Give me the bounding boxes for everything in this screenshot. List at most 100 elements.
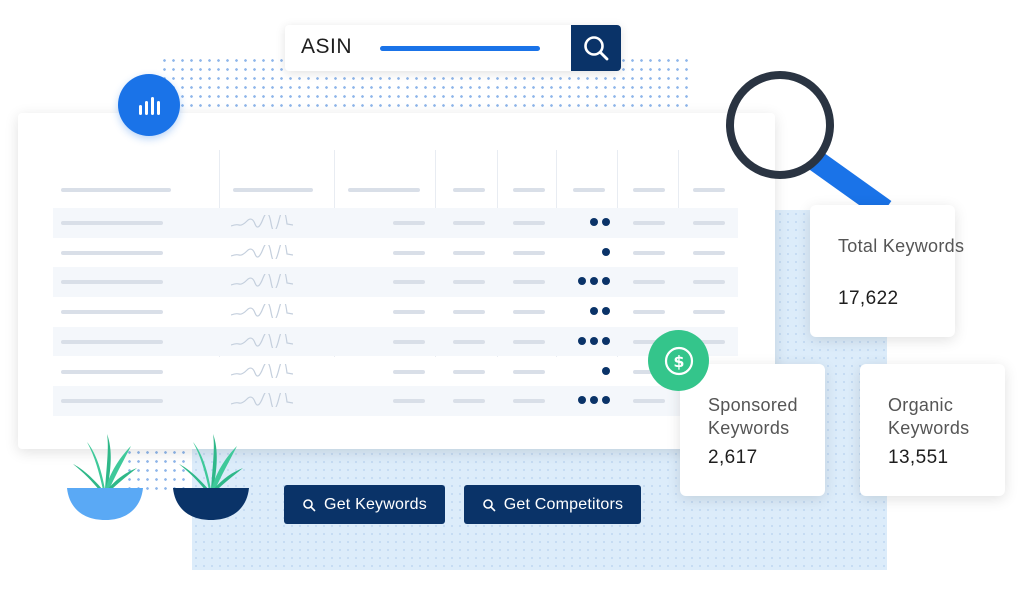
cell-placeholder bbox=[453, 369, 485, 374]
rating-dot bbox=[602, 366, 610, 375]
total-keywords-card: Total Keywords 17,622 bbox=[810, 205, 964, 337]
rating-dots bbox=[578, 277, 610, 286]
table-row[interactable] bbox=[53, 386, 738, 416]
cell-placeholder bbox=[693, 339, 725, 344]
header-placeholder bbox=[348, 188, 420, 192]
search-button[interactable] bbox=[571, 25, 621, 71]
table-row[interactable] bbox=[53, 297, 738, 327]
sparkline bbox=[231, 274, 293, 289]
plant-navy-icon bbox=[173, 434, 249, 520]
cell-placeholder bbox=[453, 250, 485, 255]
rating-dot bbox=[590, 307, 598, 316]
cell-placeholder bbox=[61, 280, 163, 285]
sparkline bbox=[231, 215, 293, 229]
asin-search-bar[interactable]: ASIN bbox=[285, 25, 621, 71]
cell-placeholder bbox=[393, 339, 425, 344]
search-input-placeholder[interactable] bbox=[380, 46, 540, 51]
rating-dot bbox=[602, 218, 610, 226]
rating-dots bbox=[590, 218, 610, 226]
rating-dot bbox=[590, 218, 598, 226]
cell-placeholder bbox=[453, 221, 485, 225]
cell-placeholder bbox=[513, 310, 545, 315]
cell-placeholder bbox=[633, 339, 665, 344]
sparkline bbox=[231, 333, 293, 348]
cell-placeholder bbox=[393, 310, 425, 315]
cell-placeholder bbox=[633, 280, 665, 285]
cell-placeholder bbox=[453, 399, 485, 404]
cell-placeholder bbox=[61, 369, 163, 374]
rating-dot bbox=[590, 277, 598, 286]
cell-placeholder bbox=[513, 399, 545, 404]
cell-placeholder bbox=[61, 399, 163, 404]
cell-placeholder bbox=[693, 250, 725, 255]
organic-keywords-value: 13,551 bbox=[888, 447, 949, 468]
sparkline bbox=[231, 393, 293, 408]
search-icon bbox=[584, 36, 609, 61]
cell-placeholder bbox=[513, 250, 545, 255]
total-keywords-value: 17,622 bbox=[838, 288, 899, 309]
header-placeholder bbox=[233, 188, 313, 192]
table-row[interactable] bbox=[53, 237, 738, 268]
get-competitors-button[interactable]: Get Competitors bbox=[464, 485, 641, 524]
search-icon bbox=[303, 498, 316, 511]
table-row[interactable] bbox=[53, 326, 738, 357]
dollar-icon: $ bbox=[648, 330, 709, 391]
cell-placeholder bbox=[693, 280, 725, 285]
cell-placeholder bbox=[453, 339, 485, 344]
cell-placeholder bbox=[513, 339, 545, 344]
cell-placeholder bbox=[393, 369, 425, 374]
table-row[interactable] bbox=[53, 267, 738, 297]
svg-text:$: $ bbox=[673, 352, 684, 371]
cell-placeholder bbox=[61, 310, 163, 315]
cell-placeholder bbox=[61, 221, 163, 225]
cell-placeholder bbox=[633, 399, 665, 404]
cell-placeholder bbox=[513, 369, 545, 374]
rating-dots bbox=[590, 307, 610, 316]
sparkline bbox=[231, 244, 293, 259]
cell-placeholder bbox=[393, 280, 425, 285]
sparkline bbox=[231, 304, 293, 319]
magnifying-glass-icon bbox=[726, 71, 892, 215]
header-placeholder bbox=[61, 188, 171, 192]
header-placeholder bbox=[513, 188, 545, 192]
cell-placeholder bbox=[633, 310, 665, 315]
get-competitors-label: Get Competitors bbox=[503, 495, 624, 513]
rating-dot bbox=[578, 396, 586, 405]
rating-dot bbox=[602, 336, 610, 345]
get-keywords-label: Get Keywords bbox=[324, 495, 427, 513]
cell-placeholder bbox=[513, 280, 545, 285]
rating-dot bbox=[602, 277, 610, 286]
cell-placeholder bbox=[393, 221, 425, 225]
cell-placeholder bbox=[393, 250, 425, 255]
sponsored-keywords-label: Sponsored Keywords bbox=[708, 395, 798, 438]
dot-pattern-plants bbox=[125, 448, 185, 494]
cell-placeholder bbox=[693, 221, 725, 225]
rating-dots bbox=[602, 366, 610, 375]
organic-keywords-card: Organic Keywords 13,551 bbox=[860, 364, 1005, 496]
rating-dot bbox=[602, 307, 610, 316]
rating-dot bbox=[602, 396, 610, 405]
table-header-row bbox=[53, 150, 738, 208]
sponsored-keywords-card: Sponsored Keywords 2,617 bbox=[680, 364, 825, 496]
get-keywords-button[interactable]: Get Keywords bbox=[284, 485, 445, 524]
header-placeholder bbox=[453, 188, 485, 192]
cell-placeholder bbox=[633, 369, 665, 374]
keyword-table-card bbox=[18, 113, 775, 449]
cell-placeholder bbox=[633, 221, 665, 225]
table-row[interactable] bbox=[53, 208, 738, 238]
cell-placeholder bbox=[513, 221, 545, 225]
header-placeholder bbox=[693, 188, 725, 192]
rating-dots bbox=[602, 247, 610, 256]
cell-placeholder bbox=[61, 339, 163, 344]
plant-light-blue-icon bbox=[67, 434, 143, 520]
search-icon bbox=[482, 498, 496, 511]
rating-dot bbox=[578, 277, 586, 286]
organic-keywords-label: Organic Keywords bbox=[888, 395, 970, 438]
cell-placeholder bbox=[693, 310, 725, 315]
cell-placeholder bbox=[453, 280, 485, 285]
table-row[interactable] bbox=[53, 356, 738, 386]
sparkline bbox=[231, 363, 293, 378]
rating-dots bbox=[578, 396, 610, 405]
cell-placeholder bbox=[453, 310, 485, 315]
header-placeholder bbox=[633, 188, 665, 192]
